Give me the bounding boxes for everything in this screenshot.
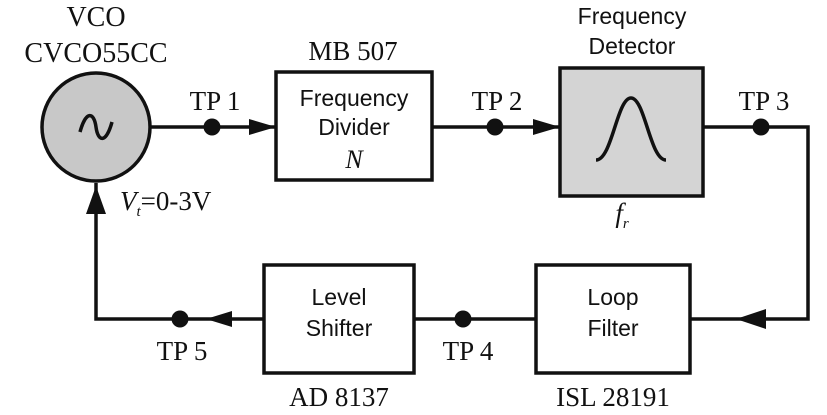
tp4-dot bbox=[454, 310, 472, 328]
vco-title: VCO bbox=[66, 2, 125, 33]
level-shifter-label-line2: Shifter bbox=[306, 315, 373, 341]
arrow-into-divider bbox=[249, 119, 276, 135]
loop-filter-label-line1: Loop bbox=[587, 284, 638, 310]
detector-center-frequency: fr bbox=[615, 198, 629, 232]
tp1-dot bbox=[203, 118, 221, 136]
detector-label-line1: Frequency bbox=[578, 3, 687, 29]
arrow-into-vco bbox=[86, 186, 106, 214]
divider-ratio-symbol: N bbox=[344, 145, 364, 174]
tp5-label: TP 5 bbox=[157, 336, 208, 366]
level-shifter-block bbox=[262, 263, 416, 375]
arrow-into-loop-filter bbox=[736, 309, 766, 329]
tp5-dot bbox=[171, 310, 189, 328]
tp2-dot bbox=[486, 118, 504, 136]
tp4-label: TP 4 bbox=[443, 336, 494, 366]
tp2-label: TP 2 bbox=[472, 86, 523, 116]
loop-filter-label-line2: Filter bbox=[587, 315, 638, 341]
vco-part-number: CVCO55CC bbox=[24, 38, 167, 69]
arrow-into-detector bbox=[533, 119, 560, 135]
tp1-label: TP 1 bbox=[190, 86, 241, 116]
arrow-toward-vco-line bbox=[206, 311, 232, 327]
loop-filter-part-number: ISL 28191 bbox=[556, 382, 670, 412]
detector-label-line2: Detector bbox=[589, 33, 676, 59]
wire-detector-to-loop-filter bbox=[690, 125, 810, 321]
tp3-label: TP 3 bbox=[739, 86, 790, 116]
vco-sine-icon bbox=[78, 113, 114, 141]
level-shifter-part-number: AD 8137 bbox=[289, 382, 389, 412]
divider-label-line2: Divider bbox=[318, 114, 390, 140]
loop-filter-block bbox=[534, 263, 692, 375]
frequency-detector-block bbox=[558, 66, 705, 198]
level-shifter-label-line1: Level bbox=[312, 284, 367, 310]
bandpass-curve-icon bbox=[595, 96, 667, 162]
vco-control-voltage: Vt=0-3V bbox=[120, 186, 212, 220]
frequency-divider-block bbox=[274, 70, 434, 182]
divider-label-line1: Frequency bbox=[300, 85, 409, 111]
tp3-dot bbox=[752, 118, 770, 136]
divider-part-number: MB 507 bbox=[308, 36, 397, 66]
